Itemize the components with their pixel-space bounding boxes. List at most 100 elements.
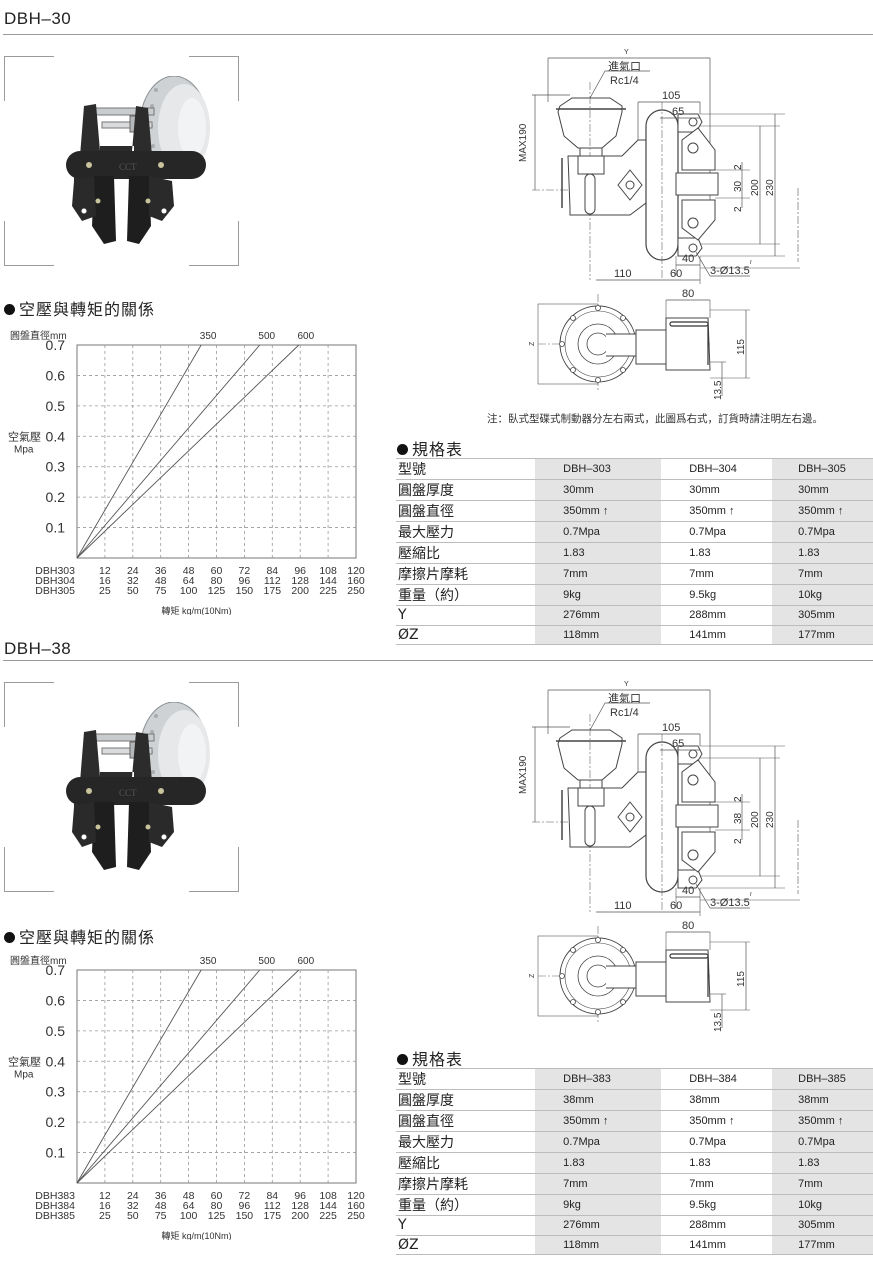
dim-max190-label: MAX190	[518, 755, 529, 794]
spec-cell: 7mm	[661, 1173, 773, 1195]
x-tick-label: 96	[294, 1190, 306, 1202]
spec-row-label: 型號	[396, 458, 536, 480]
y-tick-label: 0.7	[46, 337, 66, 353]
dim-2-top-label: 2	[733, 796, 744, 802]
spec-cell: 1.83	[535, 1152, 662, 1174]
y-tick-label: 0.1	[46, 520, 66, 536]
chart-heading: 空壓與轉矩的關係	[4, 924, 155, 948]
frame-corner	[4, 682, 54, 727]
brake-caliper-image: CCT	[66, 76, 210, 244]
dim-2-bottom-label: 2	[733, 206, 744, 212]
spec-cell: 305mm	[772, 1215, 873, 1236]
dim-max190-label: MAX190	[518, 123, 529, 162]
x-tick-label: 120	[347, 565, 365, 577]
inlet-label: 進氣口	[608, 691, 641, 705]
x-tick-label: 160	[347, 575, 365, 587]
series-line-350	[76, 344, 202, 559]
x-row-model-label: DBH385	[35, 1210, 75, 1222]
spec-cell: 350mm ↑	[772, 1110, 873, 1132]
dim-230-label: 230	[765, 179, 776, 196]
x-tick-label: 80	[211, 1200, 223, 1212]
dim-13-5-label: 13.5	[713, 1012, 724, 1032]
dim-40-label: 40	[682, 253, 694, 265]
x-tick-label: 25	[99, 1210, 111, 1222]
spec-row-label: 摩擦片摩耗	[396, 1173, 536, 1195]
x-tick-label: 200	[291, 1210, 309, 1222]
dim-holes-label: 3-Ø13.5	[710, 897, 750, 909]
y-tick-label: 0.4	[46, 428, 66, 444]
x-tick-label: 112	[264, 1200, 281, 1212]
product-section: DBH–38 CCT	[0, 628, 873, 1268]
x-tick-label: 48	[155, 575, 167, 587]
spec-cell: 0.7Mpa	[535, 521, 662, 543]
spec-cell: 7mm	[535, 1173, 662, 1195]
spec-cell: 288mm	[661, 605, 773, 626]
series-line-350	[76, 969, 202, 1184]
x-tick-label: 84	[266, 1190, 278, 1202]
spec-cell: 141mm	[661, 625, 773, 646]
product-photo: CCT	[4, 56, 239, 266]
spec-cell: 350mm ↑	[535, 1110, 662, 1132]
spec-row-label: ØZ	[396, 1235, 536, 1256]
chart-heading: 空壓與轉矩的關係	[4, 296, 155, 320]
dim-y-label: Y	[624, 681, 629, 688]
spec-cell: 38mm	[661, 1089, 773, 1111]
y-tick-label: 0.7	[46, 962, 66, 978]
x-tick-label: 60	[211, 565, 223, 577]
x-tick-label: 50	[127, 1210, 139, 1222]
x-axis-label: 轉矩 kg/m(10Nm)	[161, 1230, 231, 1240]
dim-r-label: r	[750, 260, 752, 266]
x-tick-label: 125	[208, 1210, 226, 1222]
spec-cell: 305mm	[772, 605, 873, 626]
x-tick-label: 64	[183, 575, 195, 587]
x-tick-label: 36	[155, 565, 167, 577]
x-tick-label: 100	[180, 585, 198, 597]
spec-heading-text: 規格表	[412, 440, 464, 459]
series-label-350: 350	[200, 956, 217, 967]
orientation-note: 注：臥式型碟式制動器分左右兩式，此圖爲右式，訂貨時請注明左右邊。	[487, 413, 823, 425]
x-tick-label: 144	[319, 575, 337, 587]
dim-80-label: 80	[682, 288, 694, 300]
frame-corner	[4, 56, 54, 101]
dim-60-label: 60	[670, 900, 682, 912]
spec-cell: 350mm ↑	[661, 1110, 773, 1132]
x-tick-label: 225	[319, 585, 337, 597]
dim-65-label: 65	[672, 106, 684, 118]
spec-cell: DBH–385	[772, 1068, 873, 1090]
x-row-model-label: DBH383	[35, 1190, 75, 1202]
x-tick-label: 160	[347, 1200, 365, 1212]
dim-holes-label: 3-Ø13.5	[710, 265, 750, 277]
spec-cell: 276mm	[535, 1215, 662, 1236]
product-section: DBH–30 CCT	[0, 0, 873, 646]
inlet-thread-label: Rc1/4	[610, 75, 639, 87]
dim-y-label: Y	[624, 49, 629, 56]
spec-cell: 7mm	[661, 563, 773, 585]
dim-40-label: 40	[682, 885, 694, 897]
spec-row-label: 最大壓力	[396, 521, 536, 543]
disc-diameter-label: 圓盤直徑mm	[10, 954, 67, 967]
dim-110-label: 110	[614, 900, 632, 912]
x-tick-label: 108	[319, 1190, 337, 1202]
y-tick-label: 0.4	[46, 1053, 66, 1069]
x-tick-label: 200	[291, 585, 309, 597]
dim-115-label: 115	[736, 339, 747, 355]
spec-cell: 1.83	[661, 542, 773, 564]
x-tick-label: 225	[319, 1210, 337, 1222]
x-tick-label: 12	[99, 1190, 111, 1202]
dim-65-label: 65	[672, 738, 684, 750]
spec-heading: 規格表	[397, 436, 463, 460]
spec-row-label: 壓縮比	[396, 542, 536, 564]
y-tick-label: 0.6	[46, 367, 66, 383]
x-tick-label: 175	[264, 585, 282, 597]
frame-corner	[189, 682, 239, 727]
x-tick-label: 48	[155, 1200, 167, 1212]
